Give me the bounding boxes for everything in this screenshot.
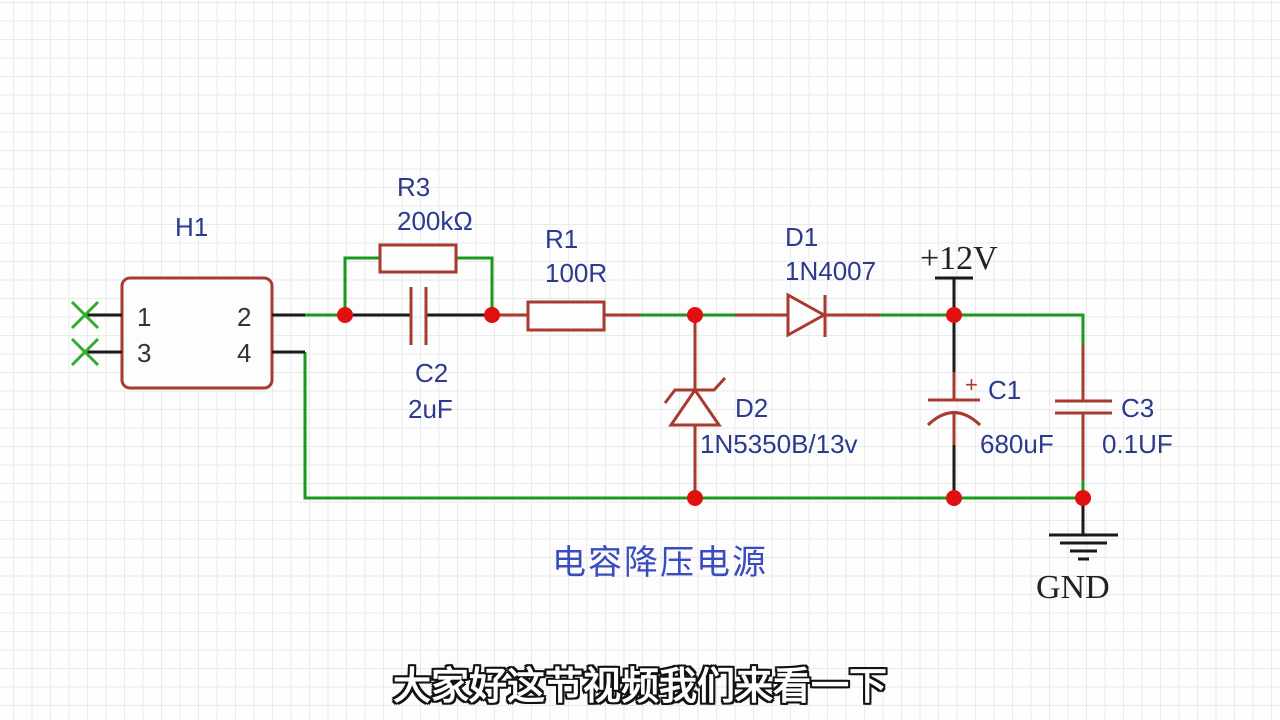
d2-value: 1N5350B/13v	[700, 429, 858, 459]
junction-dot	[337, 307, 353, 323]
component-d2[interactable]: D2 1N5350B/13v	[663, 315, 858, 498]
d2-ref: D2	[735, 393, 768, 423]
c2-ref: C2	[415, 358, 448, 388]
component-c3[interactable]: C3 0.1UF	[1055, 345, 1173, 498]
r1-value: 100R	[545, 258, 607, 288]
no-connect-icon	[70, 337, 100, 367]
component-r1[interactable]: R1 100R	[492, 224, 640, 332]
diagram-title: 电容降压电源	[552, 543, 768, 583]
c3-value: 0.1UF	[1102, 429, 1173, 459]
junctions	[337, 307, 1091, 506]
component-c2[interactable]: C2 2uF	[345, 287, 492, 424]
r1-ref: R1	[545, 224, 578, 254]
wire-r3-right	[455, 256, 494, 315]
junction-dot	[1075, 490, 1091, 506]
d2-triangle	[668, 387, 722, 427]
gnd-label: GND	[1036, 569, 1110, 606]
wire-vcc-rail	[880, 313, 1085, 345]
h1-pin-4: 4	[237, 338, 251, 368]
c1-value: 680uF	[980, 429, 1054, 459]
wire-r3-left	[343, 256, 380, 315]
wire-gnd-rail	[303, 352, 1083, 500]
h1-pin-1: 1	[137, 302, 151, 332]
c1-ref: C1	[988, 375, 1021, 405]
component-c1[interactable]: + C1 680uF	[926, 315, 1054, 498]
h1-pin-2: 2	[237, 302, 251, 332]
d1-ref: D1	[785, 222, 818, 252]
r3-body	[378, 243, 458, 274]
h1-body	[120, 276, 274, 390]
d1-value: 1N4007	[785, 256, 876, 286]
ground-icon	[1049, 533, 1118, 561]
d2-zener-bar	[663, 376, 727, 404]
c1-polarity: +	[965, 372, 978, 397]
r1-body	[526, 300, 606, 332]
power-port-gnd[interactable]: GND	[1036, 498, 1118, 606]
no-connect-icon	[70, 300, 100, 330]
video-subtitle: 大家好这节视频我们来看一下	[392, 664, 887, 708]
junction-dot	[946, 490, 962, 506]
component-r3[interactable]: R3 200kΩ	[378, 172, 473, 274]
junction-dot	[946, 307, 962, 323]
junction-dot	[687, 307, 703, 323]
r3-ref: R3	[397, 172, 430, 202]
d1-triangle	[786, 292, 828, 338]
vcc-label: +12V	[920, 240, 998, 277]
component-d1[interactable]: D1 1N4007	[735, 222, 880, 338]
junction-dot	[484, 307, 500, 323]
power-port-vcc[interactable]: +12V	[920, 240, 998, 315]
r3-value: 200kΩ	[397, 206, 473, 236]
c2-value: 2uF	[408, 394, 453, 424]
h1-ref: H1	[175, 212, 208, 242]
component-h1[interactable]: H1 1 3 2 4	[70, 212, 305, 390]
c3-ref: C3	[1121, 393, 1154, 423]
h1-pin-3: 3	[137, 338, 151, 368]
junction-dot	[687, 490, 703, 506]
